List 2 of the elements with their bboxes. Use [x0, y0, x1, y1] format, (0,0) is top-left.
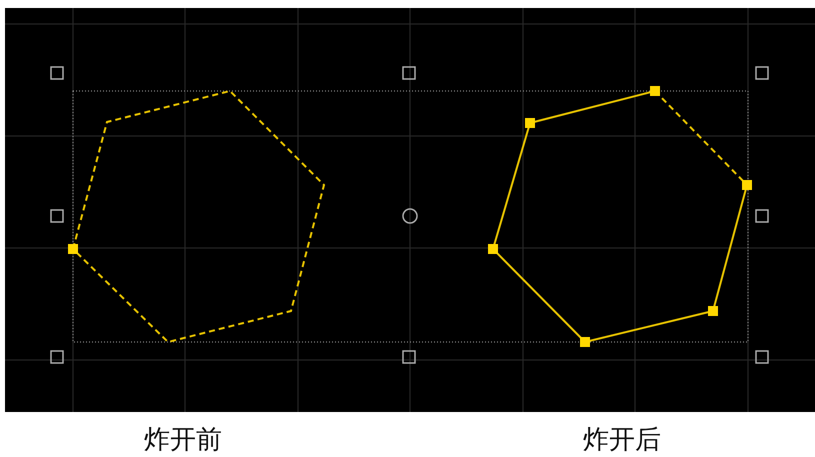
caption-text: 炸开后 — [583, 424, 661, 457]
caption-text: 炸开前 — [144, 424, 222, 457]
